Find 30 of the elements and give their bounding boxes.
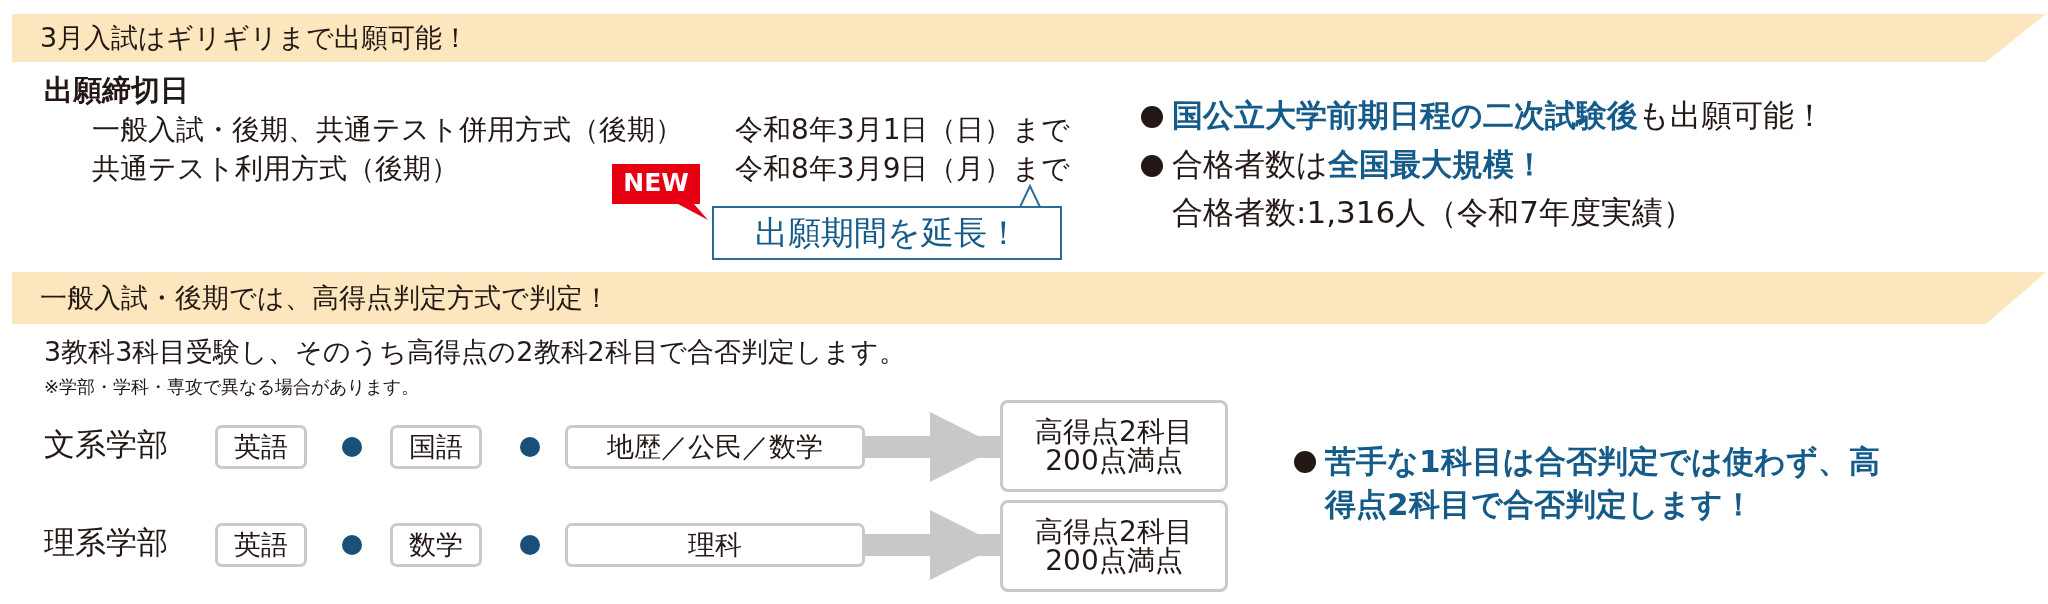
band-heading: 一般入試・後期では、高得点判定方式で判定！	[40, 282, 610, 314]
heading-band	[12, 272, 2046, 324]
description-text: 3教科3科目受験し、そのうち高得点の2教科2科目で合否判定します。	[44, 336, 906, 368]
bullet-text: 合格者数は全国最大規模！	[1172, 147, 1545, 183]
arrow	[865, 411, 1000, 483]
subject-box: 数学	[390, 523, 482, 567]
date-text: 令和8年3月9日（月）まで	[735, 153, 1071, 186]
result-box: 高得点2科目 200点満点	[1000, 400, 1228, 492]
bullet-text: 苦手な1科目は合否判定では使わず、高得点2科目で合否判定します！	[1325, 442, 1881, 525]
date-text: 令和8年3月1日（日）まで	[735, 114, 1071, 147]
callout-box: 出願期間を延長！	[712, 206, 1062, 260]
footnote-text: ※学部・学科・専攻で異なる場合があります。	[44, 377, 420, 398]
section-heading: 出願締切日	[44, 74, 189, 108]
subject-box: 理科	[565, 523, 865, 567]
result-box: 高得点2科目 200点満点	[1000, 500, 1228, 592]
heading-band	[12, 14, 2046, 62]
deadline-label: 一般入試・後期、共通テスト併用方式（後期）	[92, 114, 683, 147]
faculty-label: 理系学部	[44, 525, 168, 561]
deadline-label: 共通テスト利用方式（後期）	[92, 153, 459, 186]
subject-box: 地歴／公民／数学	[565, 425, 865, 469]
badge-label: NEW	[622, 169, 690, 198]
subject-box: 英語	[215, 425, 307, 469]
subject-box: 国語	[390, 425, 482, 469]
note-text: 合格者数:1,316人（令和7年度実績）	[1172, 195, 1694, 231]
band-heading: 3月入試はギリギリまで出願可能！	[40, 22, 470, 54]
faculty-label: 文系学部	[44, 427, 168, 463]
subject-box: 英語	[215, 523, 307, 567]
bullet-text: 国公立大学前期日程の二次試験後も出願可能！	[1172, 98, 1825, 134]
arrow	[865, 509, 1000, 581]
new-badge	[612, 164, 708, 220]
